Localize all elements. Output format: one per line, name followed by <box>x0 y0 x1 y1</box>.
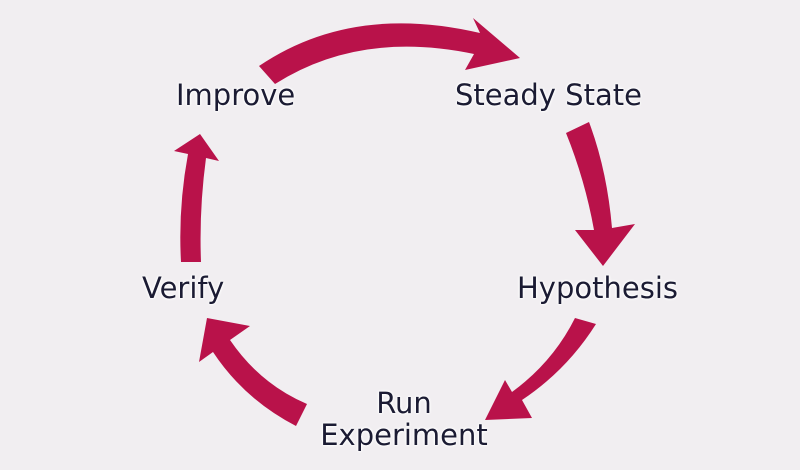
stage-label-steady-state: Steady State <box>455 78 642 112</box>
stage-label-run-experiment: Run Experiment <box>300 386 508 452</box>
arrow-verify-to-improve <box>174 134 219 262</box>
arrow-hypothesis-to-run-experiment <box>485 318 596 420</box>
arrow-improve-to-steady-state <box>259 18 520 84</box>
arrow-run-experiment-to-verify <box>199 318 307 426</box>
stage-label-run-experiment-line1: Run <box>376 386 432 420</box>
stage-label-improve: Improve <box>176 78 296 112</box>
cycle-arrows <box>174 18 635 426</box>
arrow-steady-state-to-hypothesis <box>566 122 635 266</box>
stage-label-hypothesis: Hypothesis <box>517 271 678 305</box>
stage-label-verify: Verify <box>142 271 225 305</box>
stage-label-run-experiment-line2: Experiment <box>320 417 488 452</box>
